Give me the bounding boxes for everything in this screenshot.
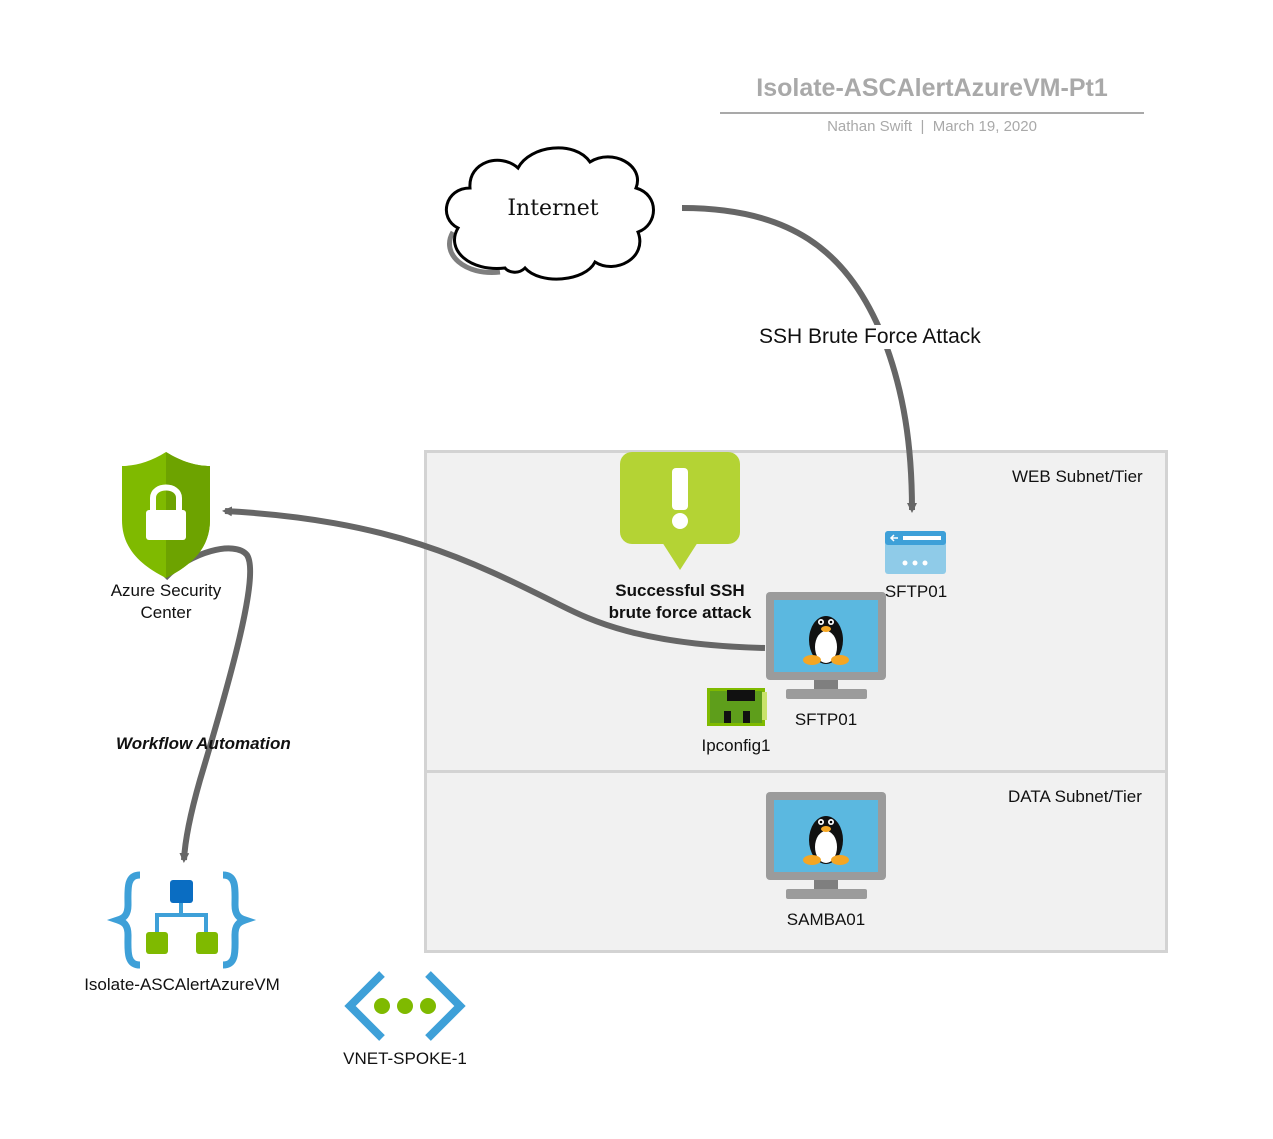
attack-edge-label: SSH Brute Force Attack (757, 325, 983, 349)
ipconfig-label: Ipconfig1 (701, 736, 771, 755)
linux-vm-icon-samba (766, 792, 886, 899)
attack-arrow (681, 205, 917, 513)
title-divider (720, 112, 1144, 114)
virtual-network-icon (344, 971, 466, 1041)
date: March 19, 2020 (932, 118, 1037, 135)
data-subnet-label: DATA Subnet/Tier (1008, 787, 1142, 806)
logic-app-label: Isolate-ASCAlertAzureVM (84, 975, 280, 994)
security-center-label: Azure Security Center (86, 580, 246, 624)
diagram-title: Isolate-ASCAlertAzureVM-Pt1 (756, 74, 1108, 102)
vnet-label: VNET-SPOKE-1 (343, 1049, 467, 1068)
sftp-vm-label: SFTP01 (794, 710, 858, 729)
web-subnet-label: WEB Subnet/Tier (1012, 467, 1143, 486)
security-center-label-line1: Azure Security (110, 581, 222, 600)
alert-label-line2: brute force attack (608, 603, 752, 622)
alert-icon (620, 452, 740, 570)
linux-vm-icon (766, 592, 886, 699)
subtitle-separator: | (920, 118, 925, 135)
network-interface-icon (707, 688, 767, 726)
security-center-label-line2: Center (140, 603, 192, 622)
author: Nathan Swift (827, 118, 913, 135)
alert-label-line1: Successful SSH (615, 581, 745, 600)
logic-app-icon (106, 871, 257, 969)
cloud-icon (445, 146, 655, 281)
sftp-endpoint-label: SFTP01 (884, 582, 948, 601)
workflow-arrow (162, 545, 254, 863)
shield-icon (122, 452, 210, 578)
public-endpoint-icon (885, 531, 946, 574)
diagram-subtitle: Nathan Swift | March 19, 2020 (720, 118, 1144, 135)
internet-label: Internet (507, 196, 599, 221)
samba-vm-label: SAMBA01 (786, 910, 866, 929)
alert-arrow (222, 506, 766, 651)
alert-label: Successful SSH brute force attack (590, 580, 770, 624)
workflow-edge-label: Workflow Automation (116, 734, 291, 753)
